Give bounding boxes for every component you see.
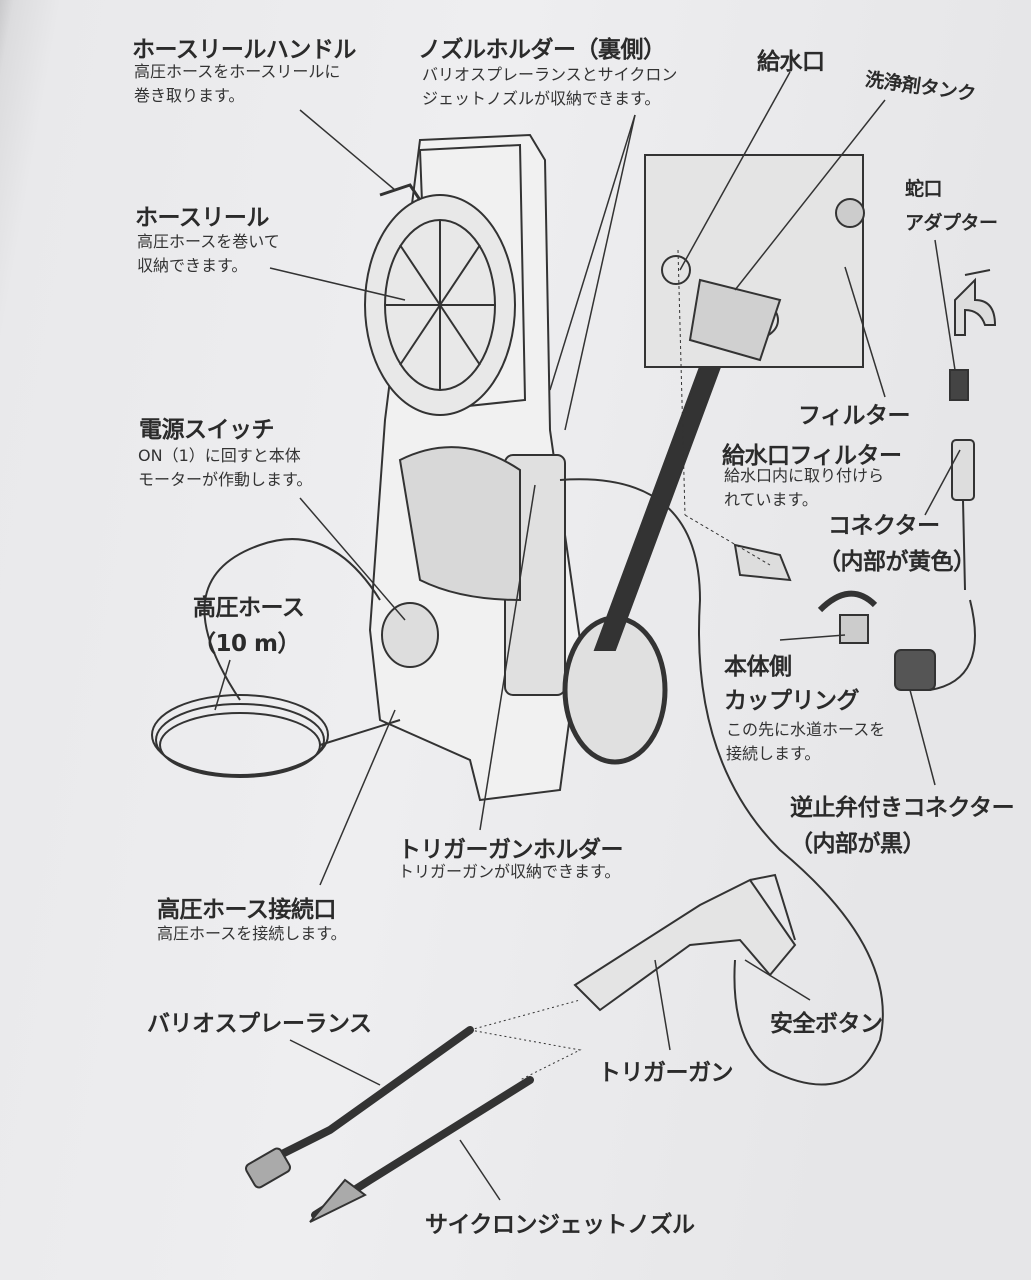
- connector-label: コネクター （内部が黄色）: [818, 508, 976, 580]
- inlet-filter-desc: 給水口内に取り付けられています。: [724, 464, 884, 512]
- hose-reel-drawing: [364, 183, 516, 416]
- label-line: アダプター: [905, 212, 998, 234]
- safety-button-label: 安全ボタン: [770, 1011, 883, 1037]
- desc-line: 巻き取ります。: [134, 86, 245, 105]
- cyclone-nozzle-label: サイクロンジェットノズル: [425, 1212, 695, 1238]
- hose-coil: [151, 538, 401, 778]
- lances: [245, 999, 582, 1223]
- power-switch-knob: [381, 602, 439, 668]
- body-coupling-desc: この先に水道ホースを接続します。: [726, 718, 885, 766]
- label-line: （内部が黄色）: [818, 549, 976, 575]
- desc-line: バリオスプレーランスとサイクロン: [422, 65, 678, 84]
- hose-port-desc: 高圧ホースを接続します。: [157, 924, 347, 943]
- trigger-gun-label: トリガーガン: [598, 1060, 734, 1086]
- desc-line: ジェットノズルが収納できます。: [422, 89, 661, 108]
- water-inlet-label: 給水口: [757, 49, 825, 75]
- label-line: コネクター: [828, 513, 940, 539]
- nozzle-holder-desc: バリオスプレーランスとサイクロンジェットノズルが収納できます。: [422, 63, 677, 111]
- desc-line: 高圧ホースをホースリールに: [134, 62, 341, 81]
- inlet-filter-label: 給水口フィルター: [722, 443, 902, 469]
- vario-lance-label: バリオスプレーランス: [147, 1011, 372, 1037]
- desc-line: モーターが作動します。: [138, 470, 313, 489]
- check-valve-connector-label: 逆止弁付きコネクター （内部が黒）: [790, 790, 1015, 862]
- label-line: （10 m）: [193, 631, 300, 657]
- desc-line: 収納できます。: [137, 256, 248, 275]
- desc-line: 接続します。: [726, 744, 821, 763]
- power-switch-label: 電源スイッチ: [139, 417, 275, 443]
- trigger-gun-holder-label: トリガーガンホルダー: [398, 837, 624, 863]
- label-line: （内部が黒）: [790, 831, 926, 857]
- desc-line: 給水口内に取り付けら: [724, 466, 885, 485]
- trigger-gun-hose: [559, 478, 884, 1086]
- desc-line: 高圧ホースを巻いて: [137, 232, 280, 251]
- label-line: 本体側: [724, 654, 792, 680]
- hose-port-label: 高圧ホース接続口: [157, 897, 336, 923]
- high-pressure-hose-label: 高圧ホース （10 m）: [193, 590, 305, 662]
- desc-line: ON（1）に回すと本体: [138, 446, 301, 465]
- inset-box: [593, 154, 865, 651]
- hose-reel-desc: 高圧ホースを巻いて収納できます。: [137, 230, 280, 278]
- hose-reel-label: ホースリール: [135, 205, 269, 231]
- label-line: 高圧ホース: [193, 595, 305, 621]
- body-coupling-label: 本体側カップリング: [724, 650, 860, 718]
- label-line: カップリング: [724, 688, 860, 714]
- hose-reel-handle-label: ホースリールハンドル: [132, 37, 356, 63]
- desc-line: れています。: [724, 490, 818, 509]
- desc-line: この先に水道ホースを: [726, 720, 886, 739]
- leader-lines: [214, 71, 961, 1201]
- label-line: 蛇口: [905, 178, 943, 200]
- faucet-adapter-label: 蛇口アダプター: [905, 172, 998, 240]
- trigger-gun-drawing: [573, 873, 797, 1012]
- trigger-gun-holder-desc: トリガーガンが収納できます。: [398, 862, 621, 881]
- hose-reel-handle-desc: 高圧ホースをホースリールに巻き取ります。: [134, 60, 340, 108]
- label-line: 逆止弁付きコネクター: [790, 795, 1015, 821]
- power-switch-desc: ON（1）に回すと本体モーターが作動します。: [138, 444, 312, 492]
- faucet-parts: [677, 249, 997, 692]
- filter-label: フィルター: [798, 403, 911, 429]
- nozzle-holder-label: ノズルホルダー（裏側）: [418, 37, 666, 63]
